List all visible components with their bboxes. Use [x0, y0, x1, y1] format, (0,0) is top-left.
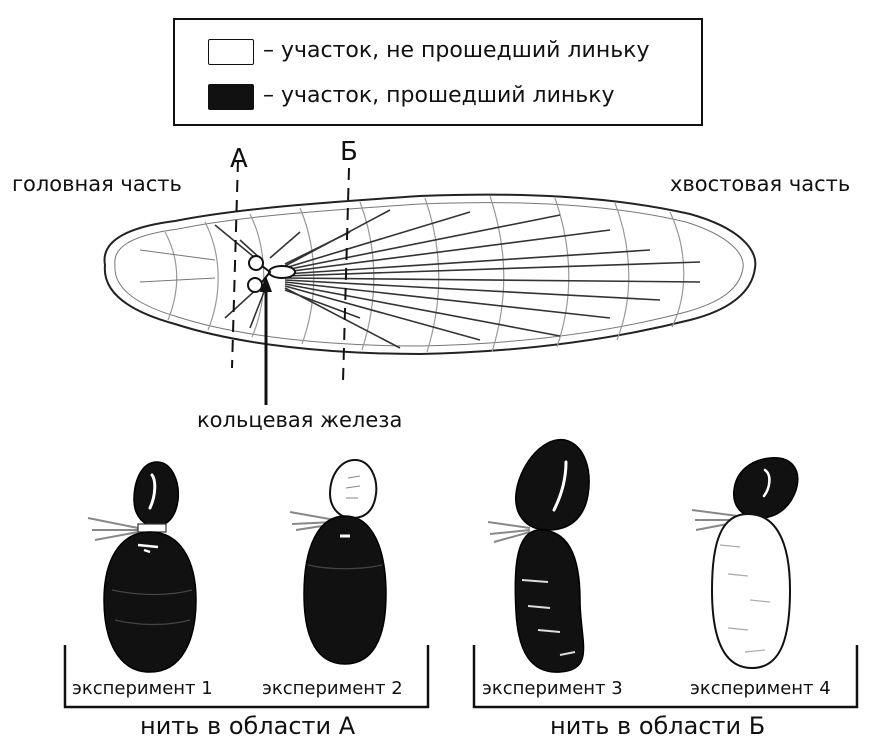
- experiment-4-specimen: [691, 457, 799, 670]
- experiment-3-specimen: [487, 439, 590, 673]
- group-b-bracket: [472, 645, 859, 709]
- experiment-1-specimen: [87, 461, 197, 673]
- legend-label-not-molted: – участок, не прошедший линьку: [263, 38, 650, 63]
- legend: – участок, не прошедший линьку – участок…: [173, 18, 703, 126]
- experiment-2-label: эксперимент 2: [262, 678, 403, 699]
- head-part: [515, 439, 590, 531]
- head-label: головная часть: [12, 172, 182, 196]
- group-a-bracket: [63, 645, 430, 709]
- line-b-label: Б: [340, 137, 358, 167]
- head-part: [133, 461, 180, 527]
- larva-tracheae: [214, 209, 701, 349]
- thread-icon: [487, 521, 531, 543]
- experiment-2-specimen: [289, 458, 387, 665]
- line-b: [342, 167, 350, 383]
- line-a-label: А: [230, 144, 248, 174]
- body-part: [710, 512, 792, 670]
- group-b-label: нить в области Б: [550, 712, 766, 740]
- ring-gland: [247, 255, 296, 293]
- larva-segments: [164, 195, 685, 353]
- gland-pointer: [260, 276, 272, 405]
- experiment-1-label: эксперимент 1: [72, 678, 213, 699]
- legend-swatch-molted: [208, 84, 254, 110]
- experiment-4-label: эксперимент 4: [690, 678, 831, 699]
- legend-swatch-not-molted: [208, 39, 254, 65]
- body-part: [303, 515, 387, 665]
- head-part: [328, 458, 378, 520]
- thread-icon: [87, 517, 139, 541]
- experiment-3-label: эксперимент 3: [482, 678, 623, 699]
- legend-label-molted: – участок, прошедший линьку: [263, 83, 615, 108]
- line-a: [231, 159, 239, 369]
- group-a-label: нить в области А: [140, 712, 356, 740]
- gland-label: кольцевая железа: [197, 408, 403, 432]
- body-part: [103, 531, 197, 673]
- tail-label: хвостовая часть: [670, 172, 851, 196]
- body-part: [514, 529, 585, 673]
- head-part: [733, 457, 799, 519]
